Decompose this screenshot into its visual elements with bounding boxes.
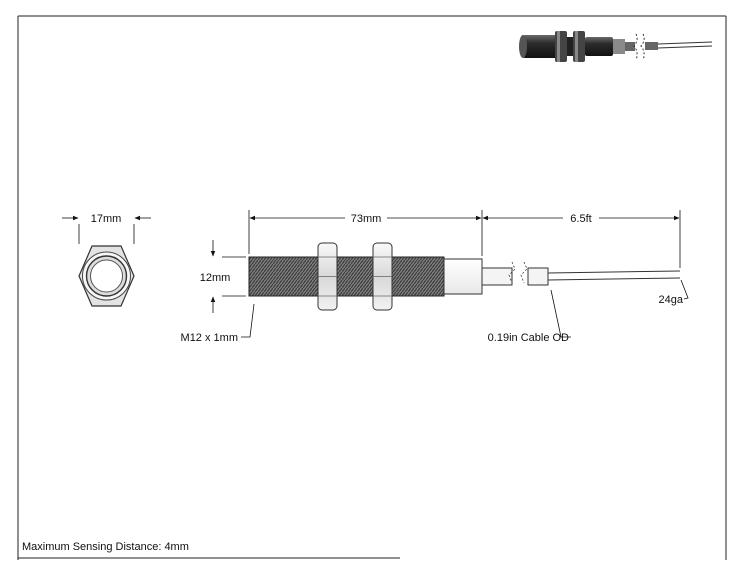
hex-width-label: 17mm [91, 213, 122, 225]
hex-end-view [78, 245, 135, 307]
thread-spec-callout: M12 x 1mm [181, 303, 255, 344]
lock-nut-right [372, 242, 393, 311]
cable-length-dimension: 6.5ft [482, 210, 681, 268]
hex-width-dimension: 17mm [62, 213, 151, 244]
body-length-dimension: 73mm [248, 210, 483, 256]
cable-od-callout: 0.19in Cable OD [488, 289, 571, 344]
body-diameter-label: 12mm [200, 272, 231, 284]
lock-nut-left [317, 242, 338, 311]
wire-gauge-label: 24ga [659, 294, 684, 306]
thread-spec-label: M12 x 1mm [181, 332, 238, 344]
sensing-distance-note: Maximum Sensing Distance: 4mm [22, 541, 189, 553]
cable-length-label: 6.5ft [570, 213, 591, 225]
body-length-label: 73mm [351, 213, 382, 225]
body-diameter-dimension: 12mm [200, 240, 246, 313]
sheet-border [17, 15, 727, 560]
cable-od-label: 0.19in Cable OD [488, 332, 569, 344]
sensor-side-view [248, 242, 681, 311]
wire-gauge-callout: 24ga [659, 279, 689, 306]
product-thumbnail [519, 31, 713, 62]
